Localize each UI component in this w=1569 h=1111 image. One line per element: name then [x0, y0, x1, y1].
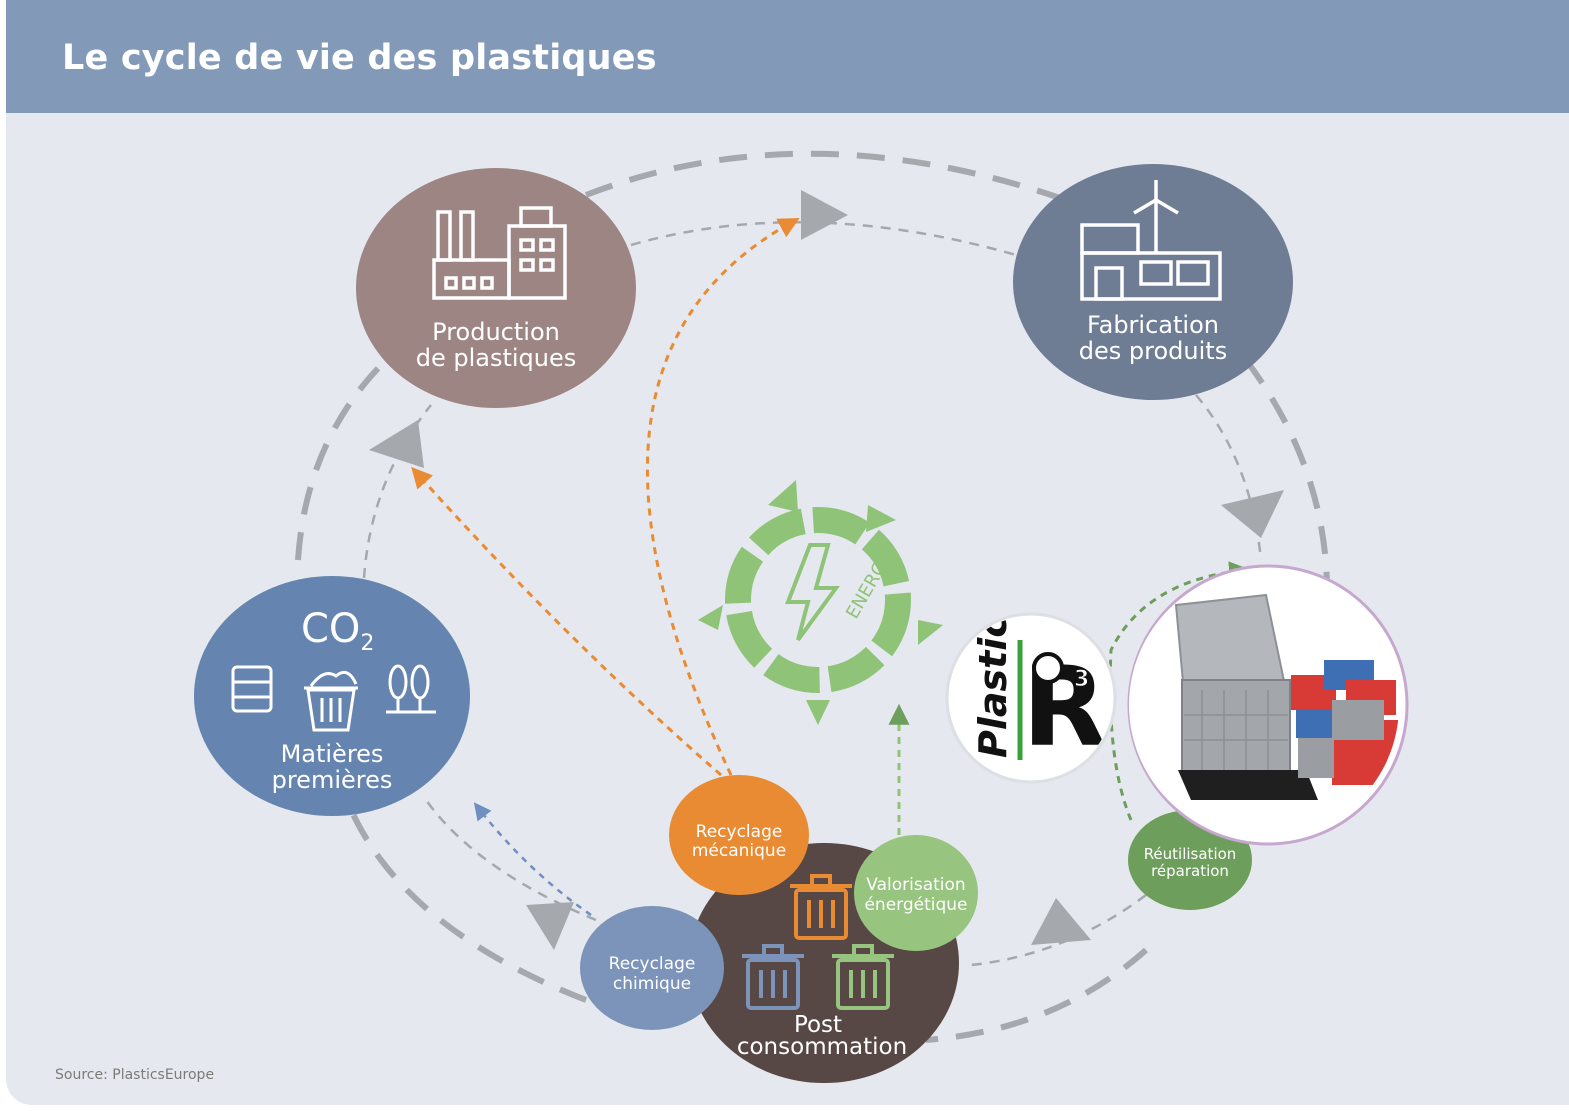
fabrication-label-1: Fabrication — [1087, 311, 1219, 339]
reutilisation-label-1: Réutilisation — [1144, 845, 1237, 863]
plastic-r3-logo: Plastic R 3 — [945, 612, 1117, 784]
logo-word: Plastic — [971, 615, 1015, 758]
lightning-icon — [785, 543, 840, 642]
mechanical-recycling-arrows — [411, 218, 800, 777]
post-label-1: Post — [794, 1012, 842, 1038]
arrow-chemical-recycling — [473, 802, 592, 917]
node-recyclage-chimique: Recyclage chimique — [580, 906, 724, 1030]
outer-cycle-ring — [295, 150, 1330, 1043]
matieres-label-2: premières — [272, 766, 393, 794]
arrowhead-bottom-right — [1031, 898, 1091, 945]
title-bar: Le cycle de vie des plastiques — [6, 0, 1569, 113]
node-fabrication: Fabrication des produits — [1013, 164, 1293, 400]
logo-superscript: 3 — [1074, 667, 1089, 692]
factory-windmill-icon — [1080, 180, 1222, 301]
arrowhead-right — [1221, 490, 1284, 538]
valorisation-label-2: énergétique — [864, 895, 967, 915]
production-label-2: de plastiques — [416, 344, 577, 372]
recyclage-mecanique-label-1: Recyclage — [696, 822, 783, 842]
fabrication-label-2: des produits — [1079, 337, 1227, 365]
post-label-2: consommation — [737, 1034, 907, 1060]
valorisation-label-1: Valorisation — [866, 875, 965, 895]
factory-icon — [432, 206, 567, 300]
life-cycle-diagram: ENERGIE Production de plastiques — [194, 150, 1409, 1083]
bin-icon-green — [832, 944, 894, 1010]
arrow-reuse — [1108, 561, 1251, 821]
oil-barrel-icon — [231, 665, 273, 713]
arrowhead-left — [369, 420, 424, 468]
waste-bin-icon — [304, 670, 358, 732]
corn-plant-icon — [386, 664, 436, 714]
production-label-1: Production — [432, 318, 560, 346]
arrowhead-bottom-left — [526, 902, 574, 950]
matieres-label-1: Matières — [281, 740, 384, 768]
diagram-panel: Le cycle de vie des plastiques — [6, 0, 1569, 1105]
page-title: Le cycle de vie des plastiques — [62, 38, 657, 78]
recyclage-chimique-label-1: Recyclage — [609, 954, 696, 974]
cycle-arrowheads — [369, 190, 1284, 950]
energy-cycle-symbol: ENERGIE — [698, 480, 943, 725]
source-note: Source: PlasticsEurope — [55, 1067, 215, 1083]
bin-icon-blue — [742, 944, 804, 1010]
node-valorisation-energetique: Valorisation énergétique — [854, 835, 978, 951]
crates-product-photo — [1127, 564, 1409, 846]
node-matieres-premieres: CO2 Matières premières — [194, 576, 470, 816]
co2-label: CO2 — [301, 606, 374, 656]
bin-icon-orange — [790, 874, 852, 940]
node-recyclage-mecanique: Recyclage mécanique — [669, 775, 809, 895]
reutilisation-label-2: réparation — [1151, 862, 1229, 880]
recyclage-chimique-label-2: chimique — [613, 974, 691, 994]
arrow-to-production — [411, 466, 722, 777]
node-production: Production de plastiques — [356, 168, 636, 408]
recyclage-mecanique-label-2: mécanique — [692, 841, 786, 861]
arrowhead-top — [801, 190, 848, 240]
arrow-to-fabrication — [646, 218, 800, 776]
